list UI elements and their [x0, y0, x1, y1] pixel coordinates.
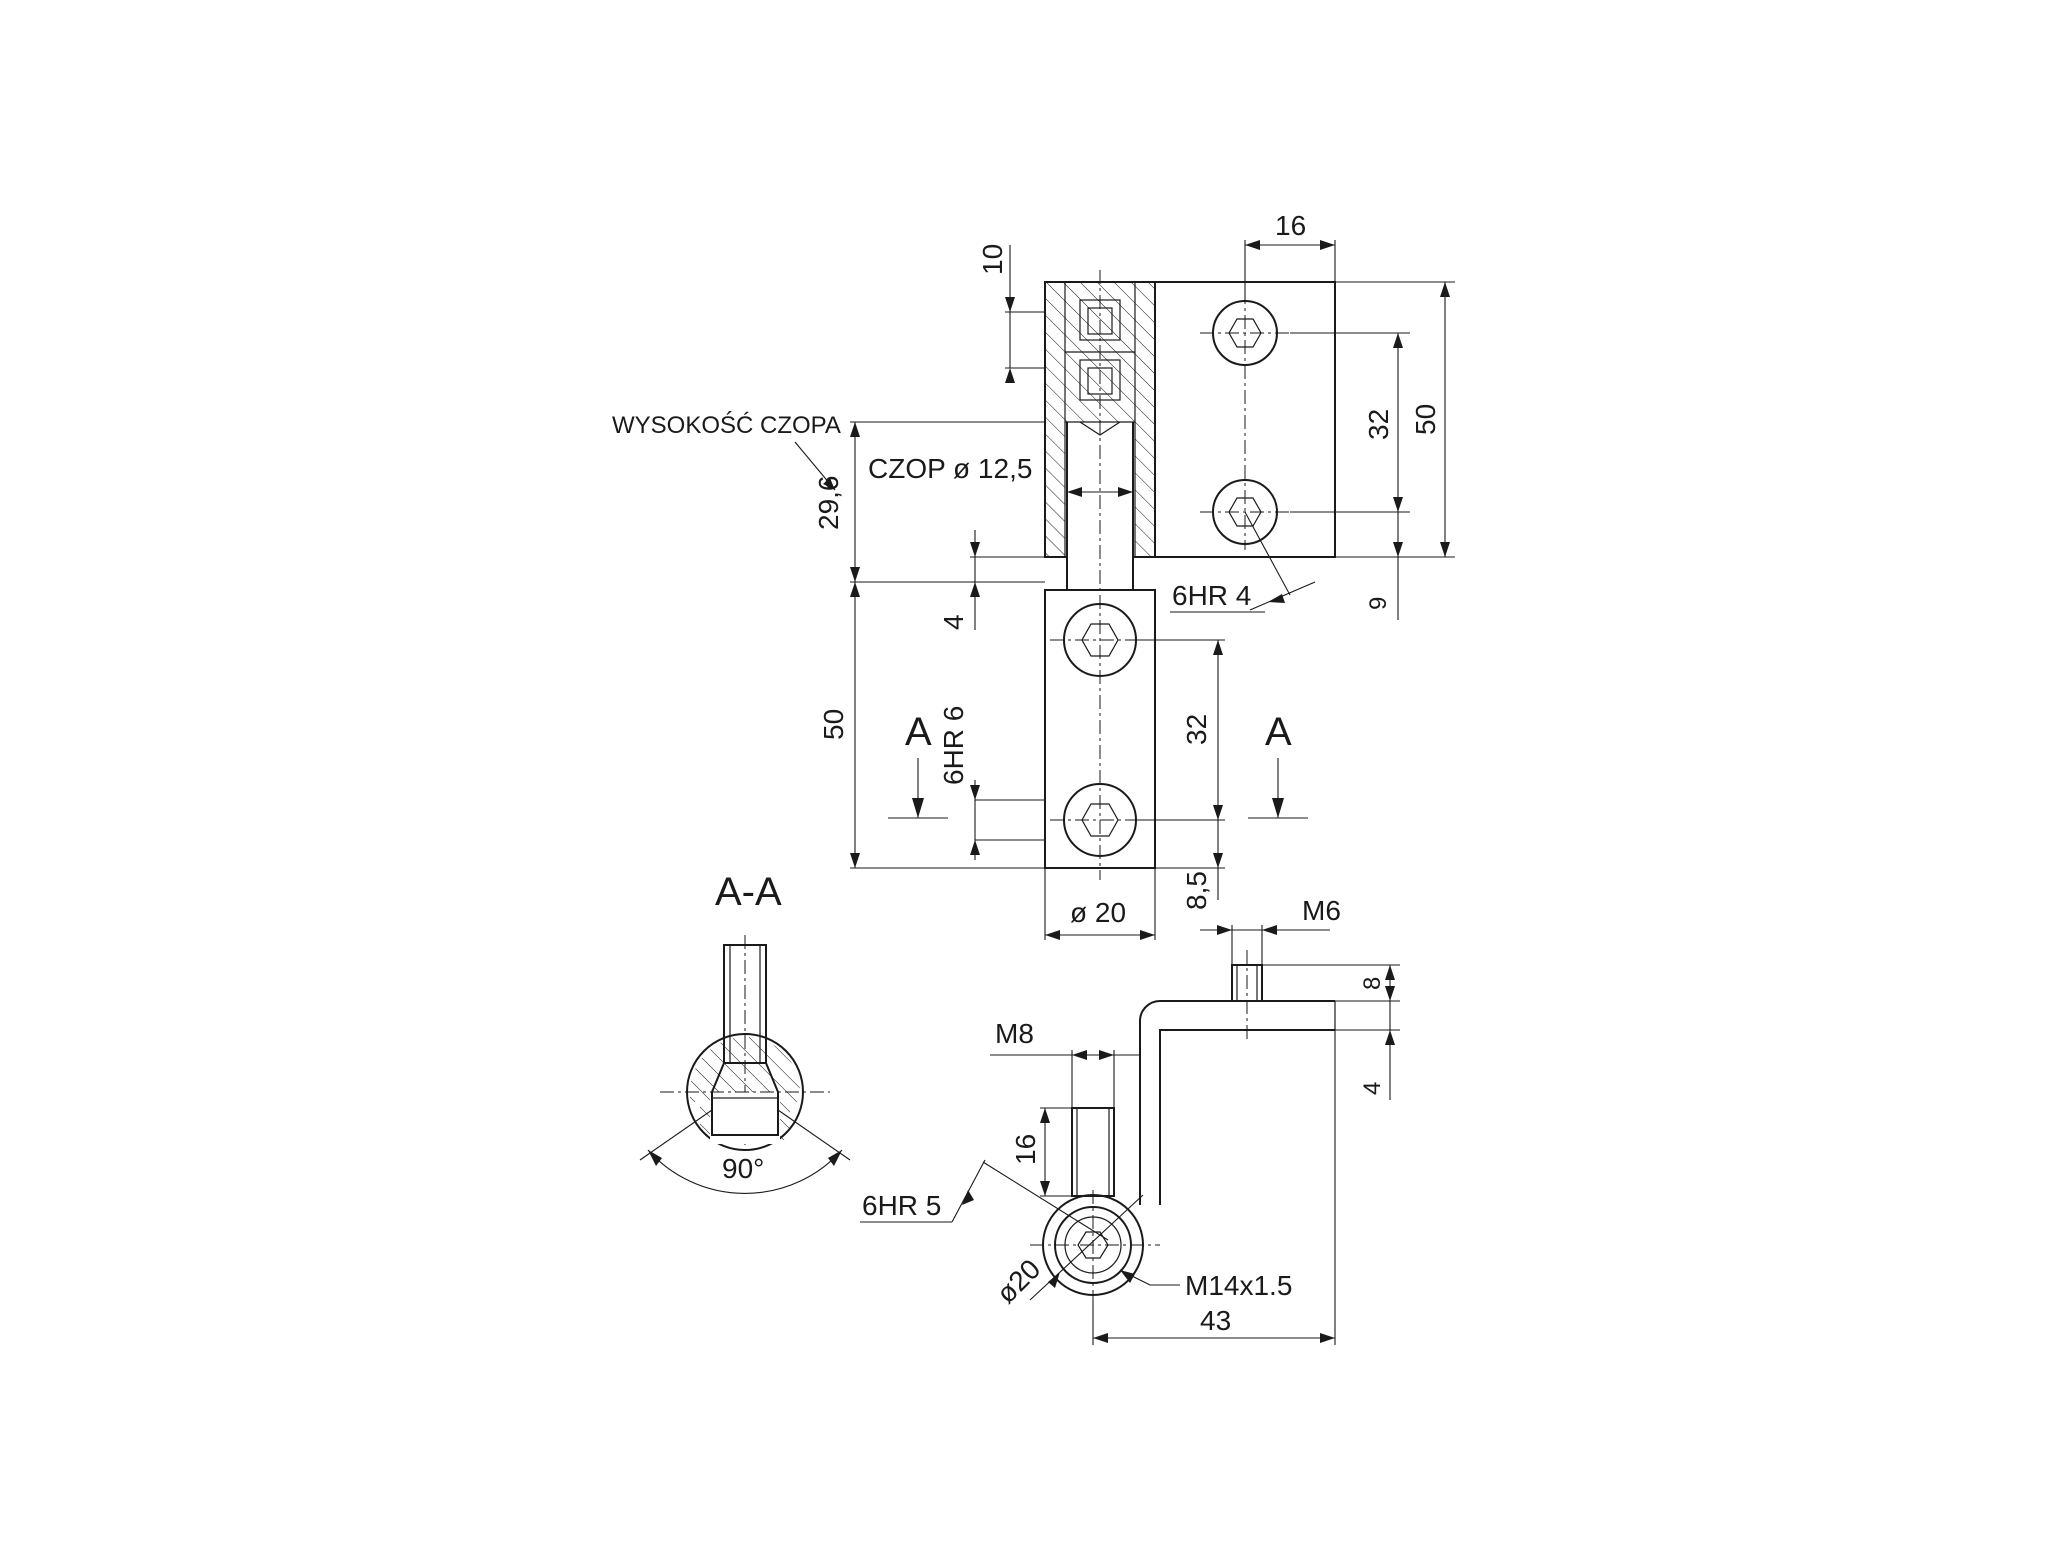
- dim-upper-height: 50: [1410, 404, 1441, 435]
- pin-diameter-label: CZOP ø 12,5: [868, 453, 1032, 484]
- dim-lower-height: 50: [818, 709, 849, 740]
- dim-cap-height: 10: [977, 244, 1008, 275]
- dim-lower-diameter: ø 20: [1070, 897, 1126, 928]
- section-mark-right: A: [1265, 710, 1292, 754]
- lower-hinge-body: [1044, 589, 1156, 869]
- dim-bracket-hex-key: 6HR 5: [862, 1190, 941, 1221]
- dim-lower-hole-spacing: 32: [1181, 714, 1212, 745]
- dim-bracket-thread-main: M14x1.5: [1185, 1270, 1292, 1301]
- section-marker-left: A: [888, 710, 948, 819]
- dimension-labels: 16 10 WYSOKOŚĆ CZOPA 29,6 CZOP ø 12,5 32…: [612, 210, 1441, 1336]
- dim-collar-gap: 4: [938, 614, 969, 630]
- dim-lower-bottom-offset: 8,5: [1181, 871, 1212, 910]
- dim-pin-height: 29,6: [813, 476, 844, 531]
- section-a-a: A-A 90°: [639, 870, 851, 1194]
- pin-height-label: WYSOKOŚĆ CZOPA: [612, 411, 841, 439]
- dim-bracket-thread-big: M8: [995, 1018, 1034, 1049]
- section-mark-left: A: [905, 710, 932, 754]
- section-marker-right: A: [1248, 710, 1308, 819]
- lower-dimensions: [850, 530, 1225, 940]
- upper-hinge-body: [1044, 270, 1336, 880]
- section-angle: 90°: [722, 1153, 764, 1184]
- dim-top-width: 16: [1275, 210, 1306, 241]
- dim-lower-hex-key: 6HR 6: [938, 706, 969, 785]
- dim-upper-hex-key: 6HR 4: [1172, 580, 1251, 611]
- dim-bracket-diameter: ø20: [990, 1253, 1046, 1309]
- dim-upper-hole-spacing: 32: [1363, 409, 1394, 440]
- bracket-view: [860, 925, 1400, 1345]
- dim-upper-bottom-offset: 9: [1365, 597, 1392, 610]
- dim-bracket-plate-thick: 4: [1359, 1082, 1386, 1095]
- section-title: A-A: [715, 870, 782, 914]
- dim-bracket-thread-small: M6: [1302, 895, 1341, 926]
- dim-bracket-length: 43: [1200, 1305, 1231, 1336]
- dim-bracket-thread-small-len: 8: [1359, 977, 1386, 990]
- dim-bracket-thread-big-len: 16: [1010, 1134, 1041, 1165]
- upper-dimensions: [794, 240, 1455, 620]
